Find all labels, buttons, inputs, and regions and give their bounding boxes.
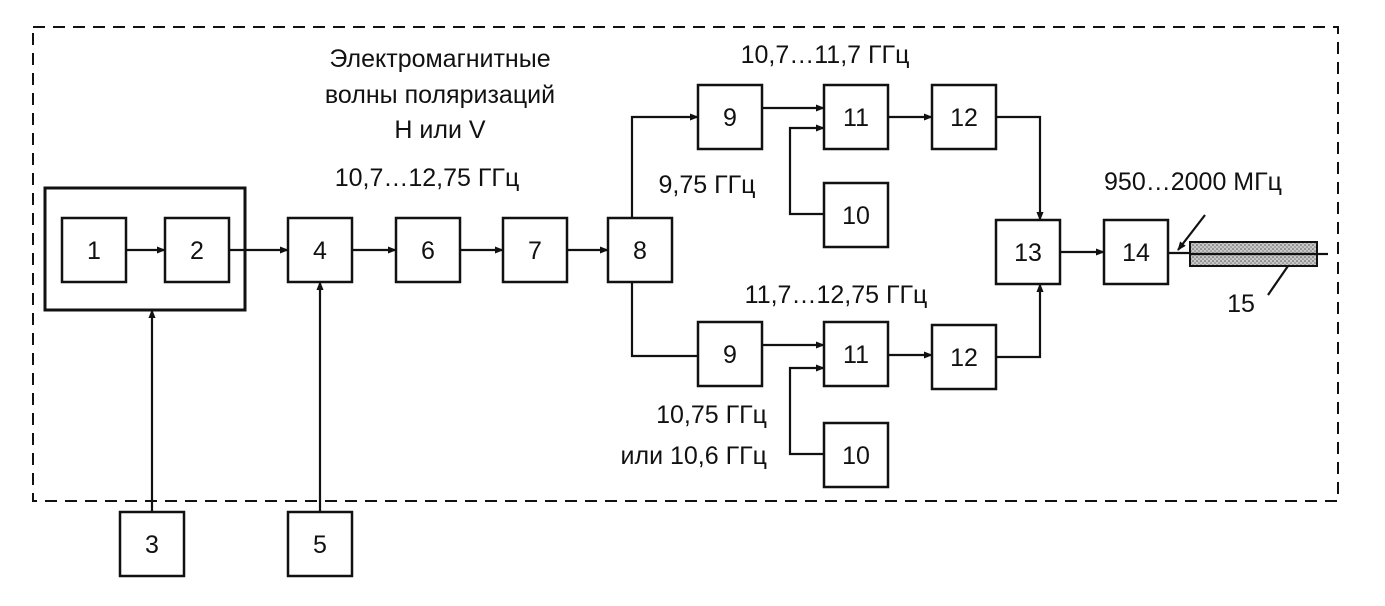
block-9-top <box>696 83 764 151</box>
block-12-bottom-label: 12 <box>950 344 978 372</box>
block-13-label: 13 <box>1014 239 1042 267</box>
block-10-top <box>822 181 890 249</box>
cable-15-leader <box>1267 265 1289 296</box>
block-4 <box>286 216 354 284</box>
waves-label-line2: волны поляризаций <box>325 81 555 109</box>
block-11-bottom-label: 11 <box>843 341 869 369</box>
block-5-label: 5 <box>313 531 327 559</box>
upper-band-label: 10,7…11,7 ГГц <box>741 41 910 69</box>
lower-band-label: 11,7…12,75 ГГц <box>745 281 928 309</box>
block-13 <box>994 218 1062 286</box>
block-12-bottom <box>930 323 998 391</box>
block-9-top-label: 9 <box>723 104 737 132</box>
upper-lo-label: 9,75 ГГц <box>659 171 756 199</box>
block-10-top-label: 10 <box>842 202 870 230</box>
if-band-label: 950…2000 МГц <box>1104 168 1282 196</box>
block-12-top-label: 12 <box>950 104 978 132</box>
arrow-12-13-top <box>996 115 1044 221</box>
arrow-10-11-bottom <box>788 364 825 456</box>
block-11-bottom <box>822 320 890 388</box>
block-6-label: 6 <box>421 237 435 265</box>
input-band-label: 10,7…12,75 ГГц <box>335 164 520 192</box>
block-10-bottom-label: 10 <box>842 442 870 470</box>
if-output-pointer <box>1177 214 1206 251</box>
block-6 <box>394 216 462 284</box>
block-14-label: 14 <box>1122 239 1150 267</box>
block-11-top-label: 11 <box>843 104 869 132</box>
block-1 <box>60 216 128 284</box>
block-12-top <box>930 83 998 151</box>
block-10-bottom <box>822 421 890 489</box>
arrow-8-9-top <box>630 113 699 218</box>
device-boundary <box>32 26 1339 502</box>
block-3-label: 3 <box>145 531 159 559</box>
block-8-label: 8 <box>633 237 647 265</box>
block-8 <box>606 216 674 284</box>
arrow-12-13-bottom <box>996 283 1044 359</box>
waves-label-line3: Н или V <box>394 116 485 144</box>
block-2-label: 2 <box>190 237 204 265</box>
lower-lo-label-line1: 10,75 ГГц <box>656 401 767 429</box>
waves-label-line1: Электромагнитные <box>329 45 550 73</box>
block-4-label: 4 <box>313 237 327 265</box>
block-9-bottom <box>696 320 764 388</box>
block-15-label: 15 <box>1227 290 1255 318</box>
block-7-label: 7 <box>528 237 542 265</box>
block-1-label: 1 <box>87 237 101 265</box>
block-9-bottom-label: 9 <box>723 341 737 369</box>
block-3 <box>118 510 186 578</box>
arrow-10-11-top <box>788 124 825 216</box>
line-8-9-bottom <box>630 282 698 358</box>
lower-lo-label-line2: или 10,6 ГГц <box>621 442 767 470</box>
